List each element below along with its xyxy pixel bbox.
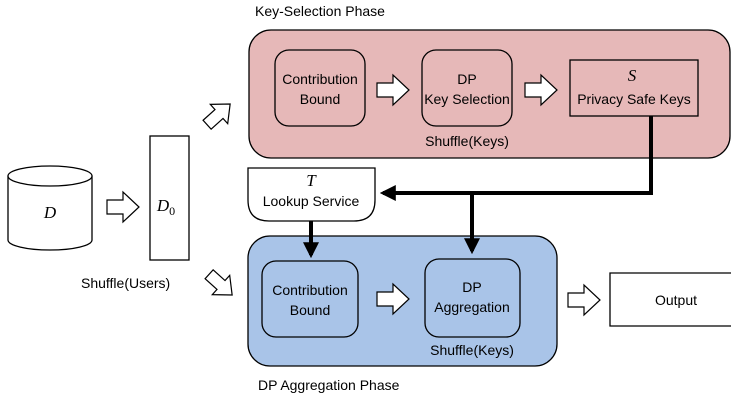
hollow-arrow-right-icon: [524, 73, 558, 107]
database-symbol: D: [43, 203, 57, 222]
hollow-arrow-right-icon: [567, 283, 601, 317]
output-box: [609, 272, 731, 327]
lookup-service-symbol: T: [306, 171, 317, 190]
hollow-arrow-up-right-icon: [202, 103, 231, 131]
ks-shuffle-keys-label: Shuffle(Keys): [425, 133, 509, 149]
ks-contribution-bound-box: [274, 49, 366, 127]
agg-shuffle-keys-label: Shuffle(Keys): [430, 342, 514, 358]
shuffle-users-label: Shuffle(Users): [81, 275, 170, 291]
shuffled-dataset-box: [149, 135, 190, 261]
aggregation-phase-title: DP Aggregation Phase: [258, 377, 400, 393]
dp-key-selection-line1: DP: [457, 71, 476, 87]
hollow-arrow-right-icon: [106, 190, 140, 224]
lookup-service-box: [247, 167, 376, 222]
dp-key-selection-box: [421, 49, 513, 127]
privacy-safe-keys-symbol: S: [628, 66, 637, 85]
privacy-safe-keys-box: [569, 59, 699, 117]
hollow-arrow-down-right-icon: [204, 268, 233, 296]
dp-aggregation-line2: Aggregation: [434, 299, 510, 315]
database-cylinder: [7, 176, 93, 251]
output-label: Output: [655, 292, 697, 308]
ks-contribution-bound-line1: Contribution: [282, 71, 358, 87]
agg-contribution-bound-line1: Contribution: [272, 282, 348, 298]
hollow-arrow-right-icon: [376, 73, 410, 107]
key-selection-phase-title: Key-Selection Phase: [255, 3, 385, 19]
agg-contribution-bound-line2: Bound: [290, 302, 330, 318]
privacy-safe-keys-label: Privacy Safe Keys: [577, 91, 691, 107]
dp-aggregation-line1: DP: [462, 279, 481, 295]
lookup-service-label: Lookup Service: [263, 193, 360, 209]
ks-contribution-bound-line2: Bound: [300, 91, 340, 107]
agg-contribution-bound-box: [261, 260, 359, 338]
database-cylinder-top: [7, 165, 93, 187]
hollow-arrow-right-icon: [376, 282, 410, 316]
dp-key-selection-line2: Key Selection: [424, 91, 510, 107]
shuffled-dataset-symbol: D0: [156, 196, 175, 218]
dp-aggregation-box: [424, 258, 521, 338]
